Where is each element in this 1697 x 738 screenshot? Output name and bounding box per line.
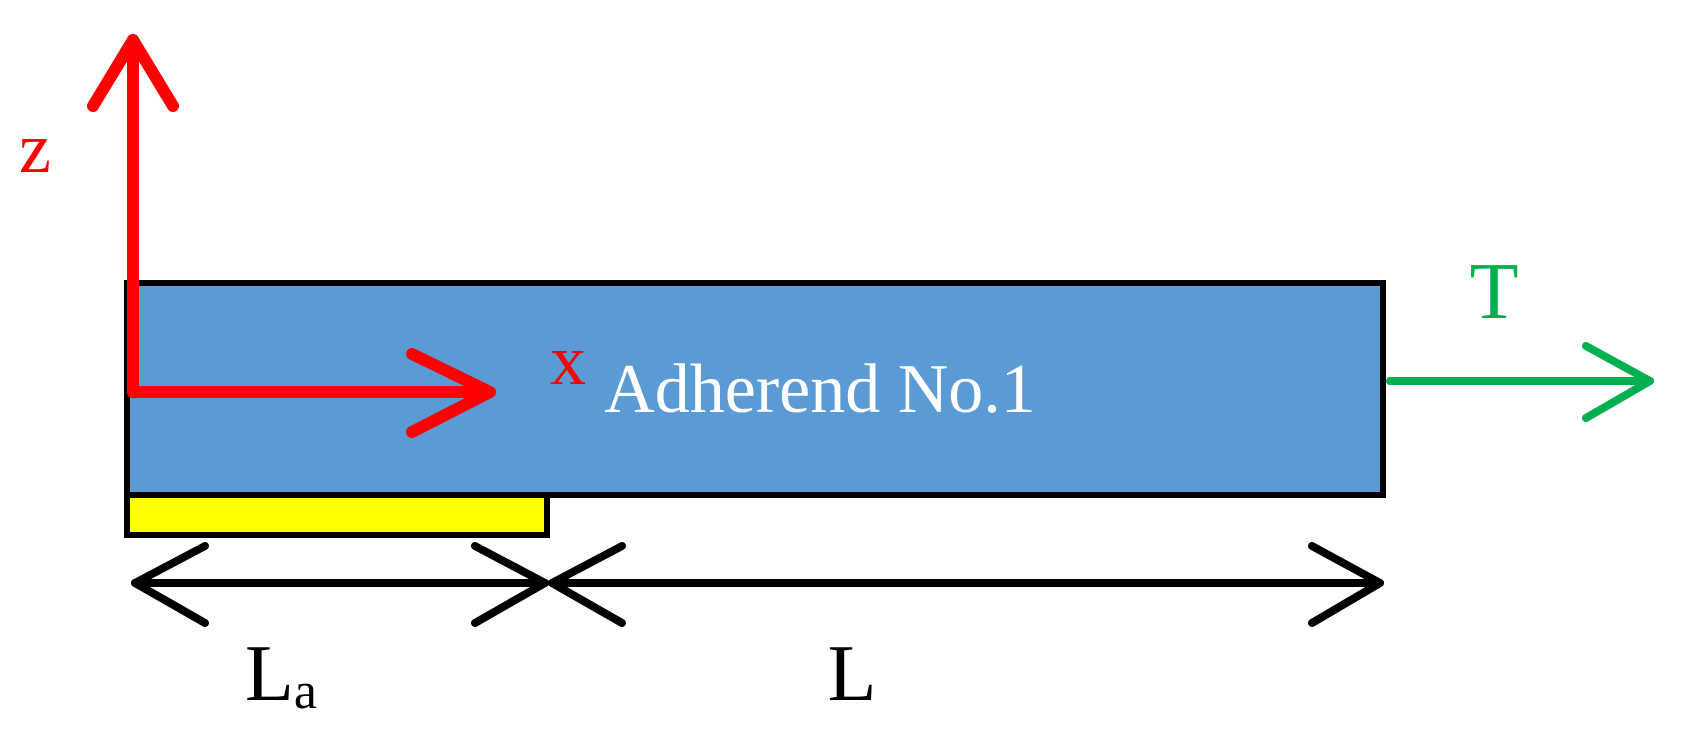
adhesive-length-label: La [245, 630, 317, 720]
adhesive-length-label-subscript: a [294, 663, 317, 720]
adhesive-length-label-main: L [245, 630, 294, 718]
x-axis-arrow [127, 348, 496, 438]
free-length-label: L [828, 630, 877, 718]
adhesive-length-dimension-arrow [131, 542, 549, 627]
adhesive-layer [124, 492, 550, 538]
free-length-dimension-arrow [548, 542, 1384, 627]
z-axis-label: z [19, 108, 51, 188]
tension-force-arrow [1386, 342, 1654, 422]
x-axis-label: x [550, 320, 586, 400]
z-axis-arrow [87, 34, 179, 398]
tension-force-label: T [1470, 248, 1519, 336]
adherend-label: Adherend No.1 [604, 351, 1036, 428]
